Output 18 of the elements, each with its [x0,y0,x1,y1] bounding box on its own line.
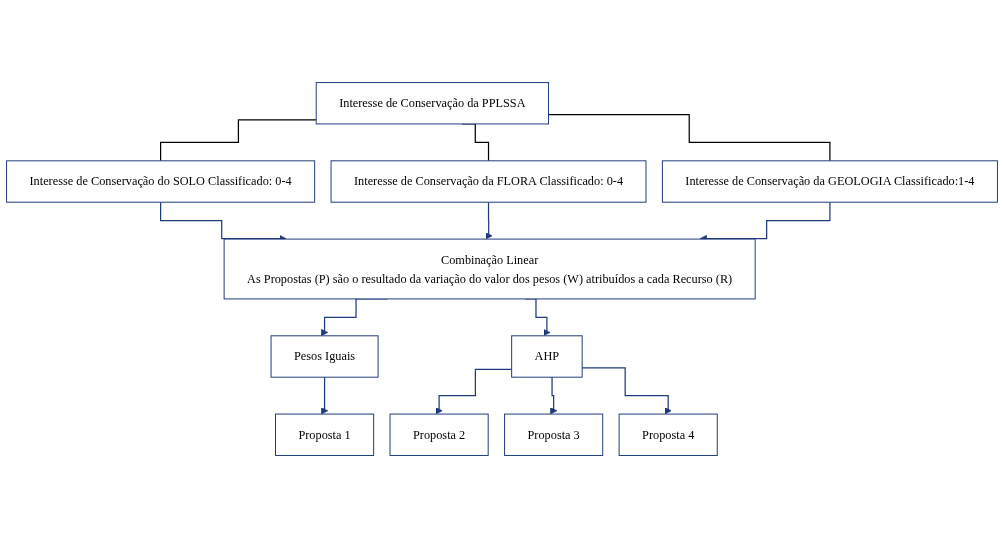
node-box: Interesse de Conservação da GEOLOGIA Classificado:1-4 [661,160,998,203]
arrow [581,367,672,415]
node-box: Proposta 4 [618,413,718,456]
node-box: Proposta 3 [504,413,604,456]
connector [547,114,831,162]
node-box: Interesse de Conservação da PPLSSA [315,82,549,125]
node-box: Pesos Iguais [270,335,379,378]
arrow [485,201,493,240]
node-box: Proposta 1 [275,413,375,456]
arrow [320,376,329,415]
node-box: Interesse de Conservação do SOLO Classificado: 0-4 [6,160,316,203]
node-box: Combinação Linear As Propostas (P) são o resultado da variação do valor dos pesos (W) atribuídos a cada Recurso (R) [223,238,756,300]
arrow [435,368,513,415]
node-box: AHP [511,335,583,378]
node-box: Interesse de Conservação da FLORA Classificado: 0-4 [330,160,647,203]
connector [160,119,317,162]
arrow [549,376,558,415]
node-box: Proposta 2 [389,413,489,456]
